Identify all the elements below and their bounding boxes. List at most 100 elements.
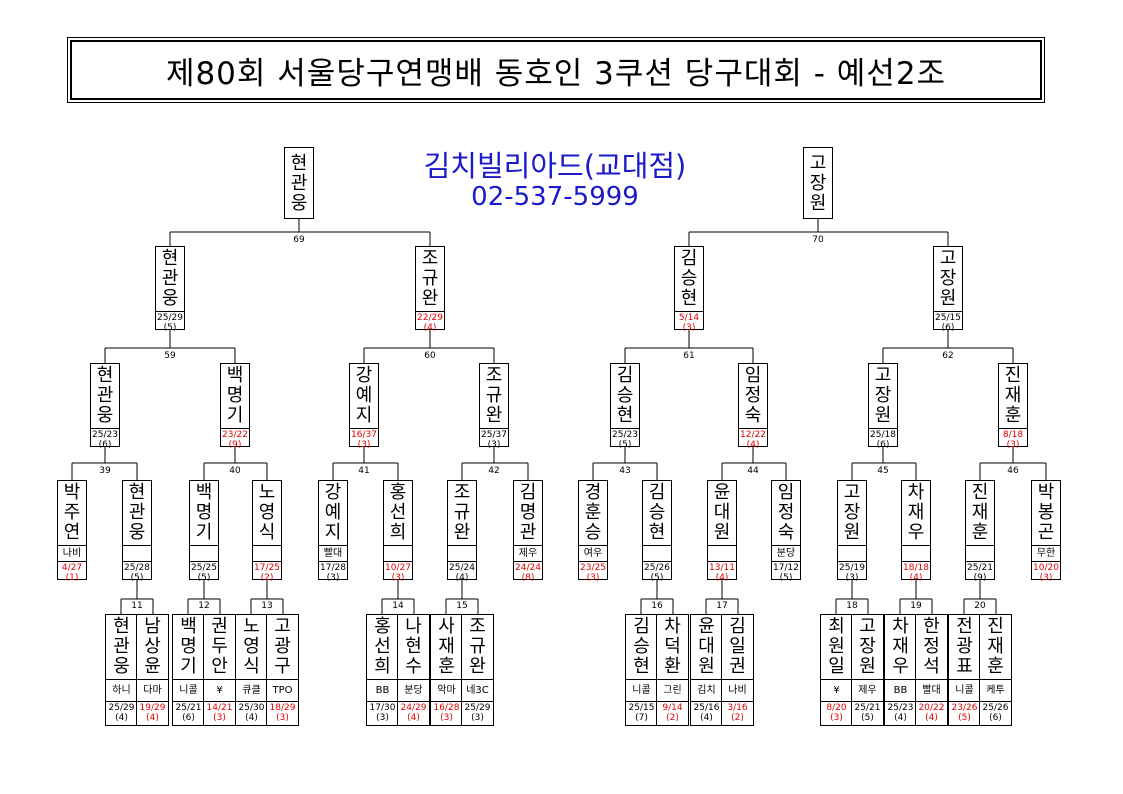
sponsor-phone: 02-537-5999 (471, 182, 639, 212)
innings-text: (3) (845, 573, 859, 583)
score-text: 23/22 (222, 430, 248, 440)
match-number: 41 (358, 466, 370, 476)
name-char: 훈 (971, 522, 989, 543)
score-cell: 8/20(3) (821, 701, 852, 723)
score-cell: 25/29(4) (106, 701, 137, 723)
name-char: 우 (907, 522, 925, 543)
innings-text: (6) (876, 440, 890, 450)
score-text: 18/18 (903, 563, 929, 573)
innings-text: (3) (830, 713, 843, 723)
match-number: 43 (619, 466, 631, 476)
name-char: 고 (874, 365, 892, 386)
name-char: 조 (485, 365, 503, 386)
name-char: 기 (180, 656, 197, 677)
score-cell: 10/27(3) (384, 561, 412, 583)
name-char: 두 (211, 636, 228, 657)
team-cell: 분당 (772, 545, 800, 561)
innings-text: (4) (423, 323, 437, 333)
name-char: 재 (1004, 385, 1022, 406)
name-char: 승 (680, 268, 698, 289)
match-number: 61 (683, 351, 695, 361)
score-cell: 25/26(6) (980, 701, 1011, 723)
innings-text: (9) (228, 440, 242, 450)
name-char: 백 (195, 482, 213, 503)
name-char: 연 (63, 522, 81, 543)
team-cell (643, 545, 671, 561)
team-cell (708, 545, 736, 561)
name-char: 고 (274, 616, 291, 637)
name-char: 윤 (698, 616, 715, 637)
innings-text: (6) (941, 323, 955, 333)
score-text: 3/16 (727, 703, 748, 713)
name-char: 안 (211, 656, 228, 677)
match-number: 69 (293, 235, 305, 245)
score-text: 19/29 (139, 703, 166, 713)
team-cell: 빨대 (916, 679, 947, 701)
name-char: 지 (355, 405, 373, 426)
name-char: 재 (892, 636, 909, 657)
score-cell: 25/18(6) (869, 428, 897, 450)
name-char: 우 (892, 656, 909, 677)
name-char: 수 (405, 656, 422, 677)
name-char: 김 (729, 616, 746, 637)
score-text: 17/28 (320, 563, 346, 573)
name-char: 대 (713, 502, 731, 523)
team-cell (190, 545, 218, 561)
match-number: 40 (229, 466, 241, 476)
match-number: 60 (424, 351, 436, 361)
score-cell: 25/15(6) (934, 311, 962, 333)
name-char: 원 (713, 522, 731, 543)
name-char: 선 (389, 502, 407, 523)
team-cell (966, 545, 994, 561)
score-text: 25/29 (464, 703, 491, 713)
name-char: 관 (290, 173, 308, 194)
name-char: 현 (96, 365, 114, 386)
score-cell: 4/27(1) (58, 561, 86, 583)
name-char: 현 (161, 248, 179, 269)
score-text: 8/20 (826, 703, 847, 713)
innings-text: (4) (746, 440, 760, 450)
team-cell: 여우 (579, 545, 607, 561)
score-cell: 9/14(2) (657, 701, 688, 723)
innings-text: (3) (357, 440, 371, 450)
name-char: 조 (421, 248, 439, 269)
name-char: 윤 (144, 656, 161, 677)
name-char: 광 (274, 636, 291, 657)
sponsor-name: 김치빌리아드(교대점) (423, 149, 687, 183)
score-text: 20/22 (918, 703, 945, 713)
score-cell: 17/25(2) (253, 561, 281, 583)
name-char: 김 (633, 616, 650, 637)
team-cell: 악마 (431, 679, 462, 701)
score-text: 25/29 (108, 703, 135, 713)
innings-text: (5) (618, 440, 632, 450)
name-char: 진 (1004, 365, 1022, 386)
innings-text: (3) (376, 713, 389, 723)
score-cell: 25/26(5) (643, 561, 671, 583)
name-char: 원 (939, 288, 957, 309)
score-text: 25/19 (839, 563, 865, 573)
